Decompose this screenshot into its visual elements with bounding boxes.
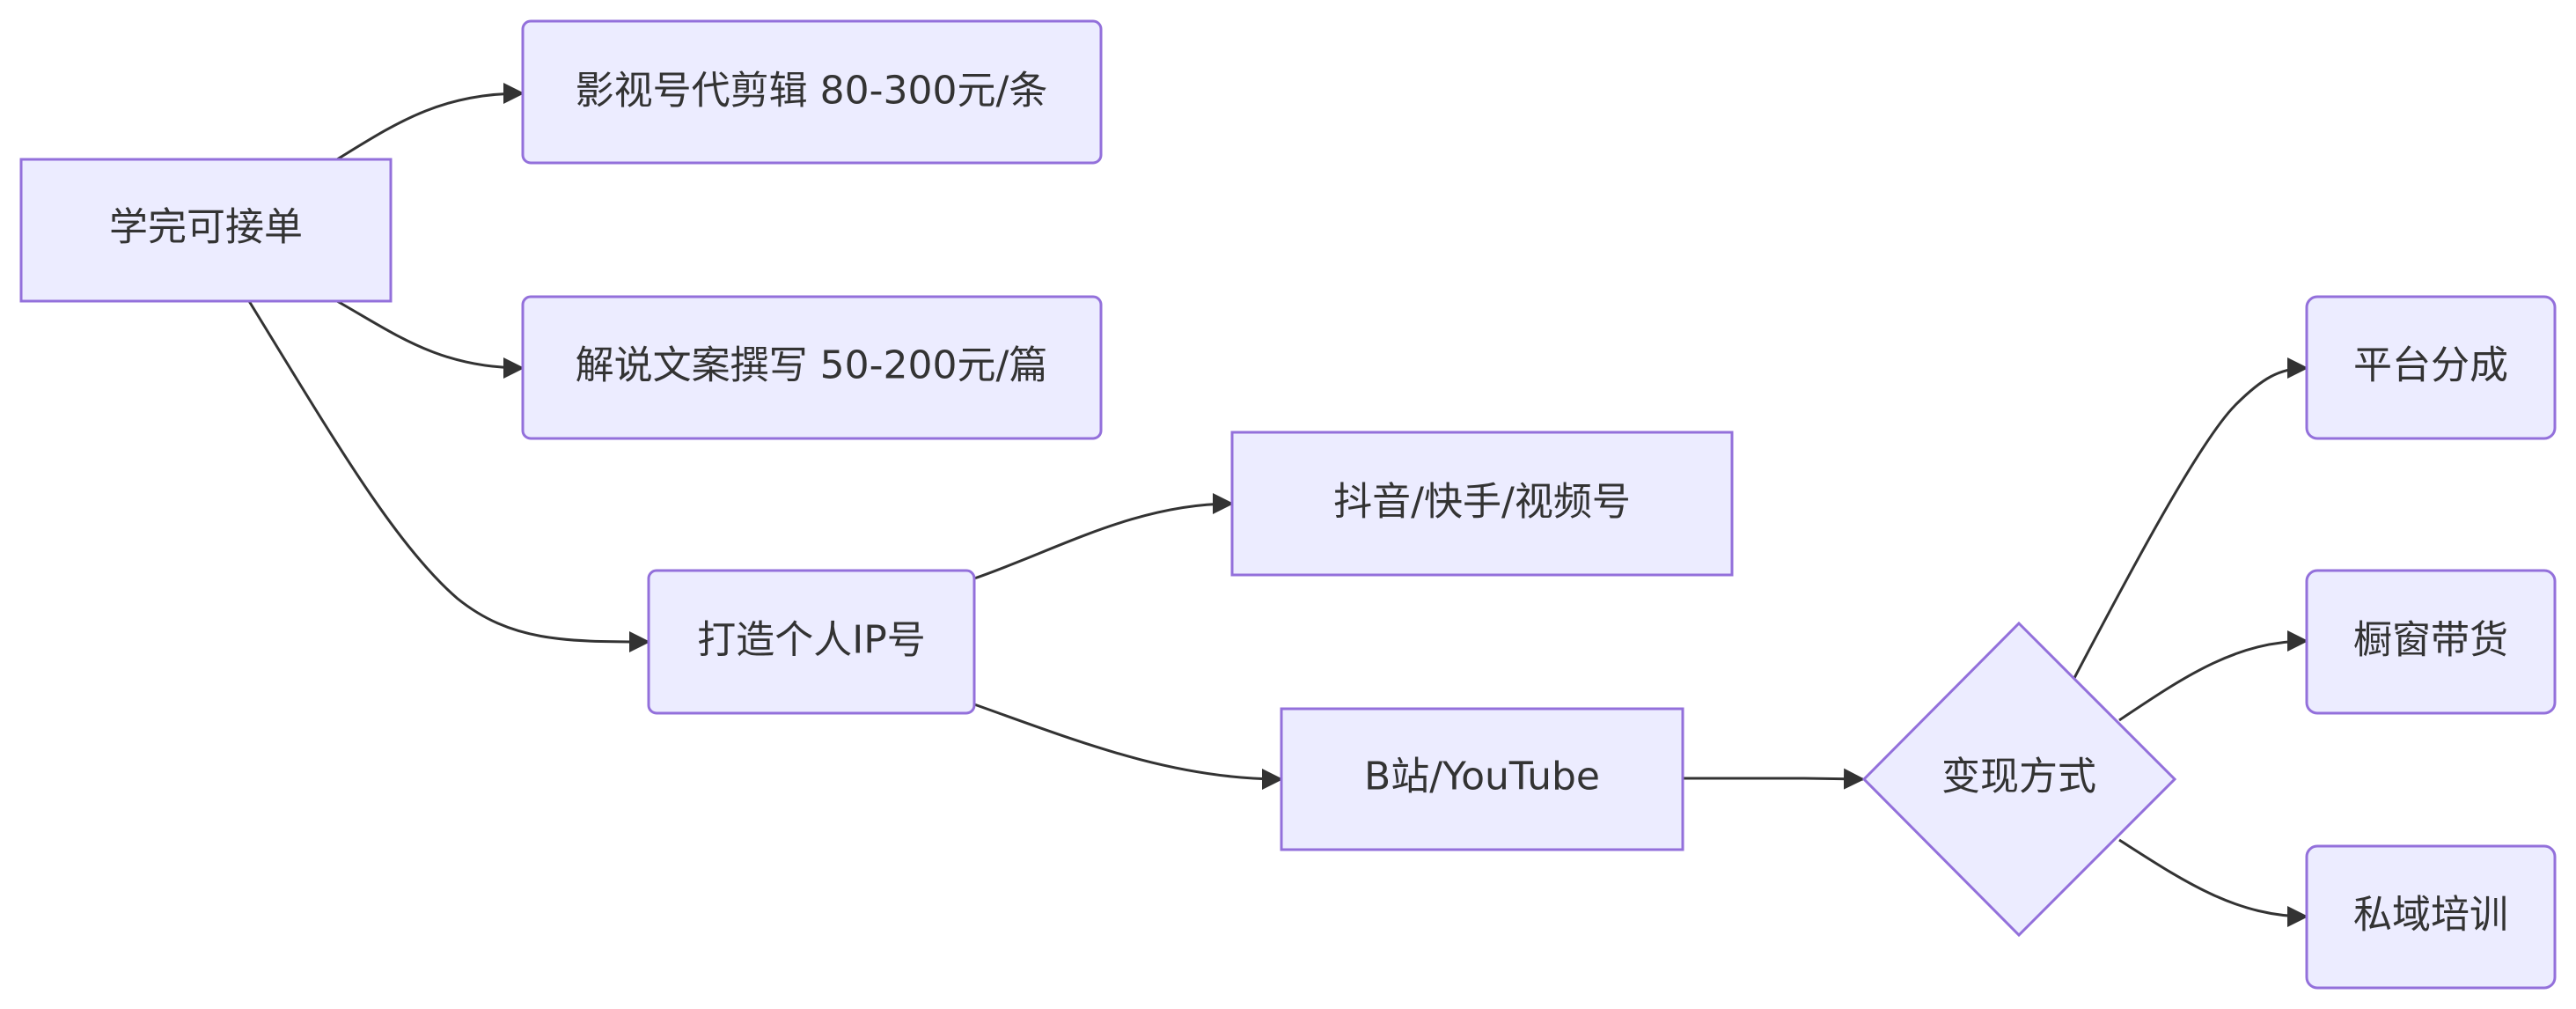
node-douyin-label: 抖音/快手/视频号 xyxy=(1333,480,1631,525)
edge-start-to-write xyxy=(336,299,525,379)
node-bili-shape xyxy=(1280,707,1684,851)
node-start[interactable]: 学完可接单 xyxy=(19,158,393,303)
edge-ip-to-douyin xyxy=(973,493,1234,580)
edge-start-to-ip xyxy=(247,300,650,652)
node-window[interactable]: 橱窗带货 xyxy=(2305,569,2557,715)
edges xyxy=(247,83,2308,927)
node-private-label: 私域培训 xyxy=(2353,893,2508,938)
edge-bili-to-monetize xyxy=(1683,768,1865,790)
node-share[interactable]: 平台分成 xyxy=(2305,295,2557,440)
node-window-label: 橱窗带货 xyxy=(2353,618,2508,663)
node-edit-label: 影视号代剪辑 80-300元/条 xyxy=(576,69,1048,114)
edge-ip-to-bili xyxy=(973,703,1283,790)
edge-monetize-to-window xyxy=(2118,630,2308,722)
node-private-shape xyxy=(2305,844,2557,990)
node-douyin-shape xyxy=(1230,431,1734,577)
node-douyin[interactable]: 抖音/快手/视频号 xyxy=(1230,431,1734,577)
node-window-shape xyxy=(2305,569,2557,715)
edge-start-to-edit xyxy=(336,83,525,161)
node-monetize-label: 变现方式 xyxy=(1941,755,2096,799)
node-monetize-shape xyxy=(1861,621,2177,938)
node-ip-shape xyxy=(647,569,976,715)
node-write[interactable]: 解说文案撰写 50-200元/篇 xyxy=(521,295,1103,440)
node-share-shape xyxy=(2305,295,2557,440)
node-start-shape xyxy=(19,158,393,303)
edge-monetize-to-private xyxy=(2118,838,2308,927)
node-share-label: 平台分成 xyxy=(2353,343,2508,388)
node-monetize[interactable]: 变现方式 xyxy=(1861,621,2177,938)
node-edit-shape xyxy=(521,19,1103,165)
node-private[interactable]: 私域培训 xyxy=(2305,844,2557,990)
node-bili[interactable]: B站/YouTube xyxy=(1280,707,1684,851)
edge-monetize-to-share xyxy=(2073,357,2308,679)
node-write-label: 解说文案撰写 50-200元/篇 xyxy=(576,343,1048,388)
node-ip[interactable]: 打造个人IP号 xyxy=(647,569,976,715)
node-start-label: 学完可接单 xyxy=(109,205,303,250)
node-edit[interactable]: 影视号代剪辑 80-300元/条 xyxy=(521,19,1103,165)
node-bili-label: B站/YouTube xyxy=(1364,755,1600,799)
node-ip-label: 打造个人IP号 xyxy=(697,618,926,663)
node-write-shape xyxy=(521,295,1103,440)
